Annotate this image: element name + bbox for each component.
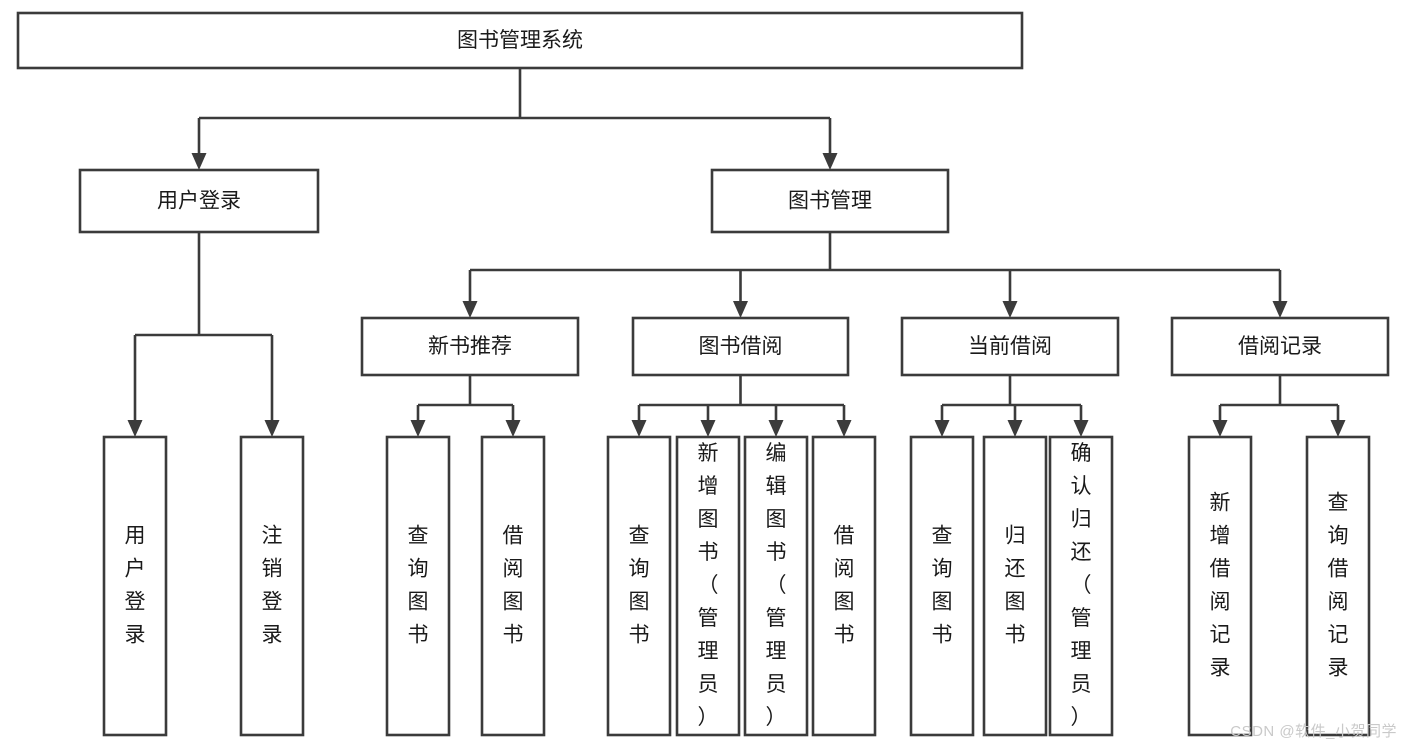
node-label-current-borrow: 当前借阅: [968, 335, 1052, 358]
node-label-leaf-query-book-3: 查询图书: [932, 524, 953, 646]
node-label-leaf-confirm-return: 确认归还（管理员）: [1071, 442, 1092, 729]
node-box-book-management[interactable]: [710, 168, 950, 234]
node-label-borrow-record: 借阅记录: [1238, 335, 1322, 358]
arrow-head-icon: [462, 301, 478, 318]
arrow-head-icon: [505, 420, 521, 437]
arrow-head-icon: [1330, 420, 1346, 437]
arrow-head-icon: [410, 420, 426, 437]
node-label-leaf-add-book: 新增图书（管理员）: [698, 442, 719, 729]
node-box-leaf-borrow-book-1[interactable]: [480, 435, 546, 737]
node-label-leaf-user-login: 用户登录: [125, 524, 146, 646]
node-box-user-login[interactable]: [78, 168, 320, 234]
node-label-leaf-query-book-2: 查询图书: [629, 524, 650, 646]
node-layer: 图书管理系统用户登录图书管理新书推荐图书借阅当前借阅借阅记录用户登录注销登录查询…: [16, 11, 1390, 737]
node-box-borrow-record[interactable]: [1170, 316, 1390, 377]
arrow-head-icon: [127, 420, 143, 437]
arrow-head-icon: [1007, 420, 1023, 437]
arrow-head-icon: [1073, 420, 1089, 437]
node-label-book-borrow: 图书借阅: [699, 335, 783, 358]
node-label-new-book-recommend: 新书推荐: [428, 335, 512, 358]
arrow-head-icon: [934, 420, 950, 437]
node-box-root[interactable]: [16, 11, 1024, 70]
node-label-root: 图书管理系统: [457, 29, 583, 52]
node-box-leaf-add-record[interactable]: [1187, 435, 1253, 737]
node-label-leaf-edit-book: 编辑图书（管理员）: [766, 442, 787, 729]
node-label-leaf-query-record: 查询借阅记录: [1328, 491, 1349, 679]
node-label-leaf-return-book: 归还图书: [1005, 524, 1026, 646]
node-box-leaf-query-book-1[interactable]: [385, 435, 451, 737]
node-box-leaf-borrow-book-2[interactable]: [811, 435, 877, 737]
arrow-head-icon: [836, 420, 852, 437]
node-box-leaf-edit-book[interactable]: [743, 435, 809, 737]
node-label-book-management: 图书管理: [788, 190, 872, 213]
node-label-user-login: 用户登录: [157, 190, 241, 213]
node-box-leaf-query-book-3[interactable]: [909, 435, 975, 737]
node-box-leaf-logout[interactable]: [239, 435, 305, 737]
node-box-leaf-add-book[interactable]: [675, 435, 741, 737]
node-label-leaf-borrow-book-1: 借阅图书: [503, 524, 524, 646]
arrow-head-icon: [700, 420, 716, 437]
node-label-leaf-logout: 注销登录: [262, 524, 283, 646]
node-box-leaf-confirm-return[interactable]: [1048, 435, 1114, 737]
arrow-head-icon: [191, 153, 207, 170]
node-box-new-book-recommend[interactable]: [360, 316, 580, 377]
node-label-leaf-query-book-1: 查询图书: [408, 524, 429, 646]
arrow-head-icon: [1272, 301, 1288, 318]
node-box-leaf-return-book[interactable]: [982, 435, 1048, 737]
arrow-head-icon: [733, 301, 748, 318]
node-label-leaf-borrow-book-2: 借阅图书: [834, 524, 855, 646]
arrow-head-icon: [264, 420, 280, 437]
arrow-head-icon: [1212, 420, 1228, 437]
node-box-book-borrow[interactable]: [631, 316, 850, 377]
arrow-head-icon: [631, 420, 647, 437]
node-box-leaf-user-login[interactable]: [102, 435, 168, 737]
arrow-head-icon: [822, 153, 838, 170]
arrow-head-icon: [1002, 301, 1018, 318]
node-label-leaf-add-record: 新增借阅记录: [1210, 491, 1231, 679]
connector-layer: [127, 68, 1346, 437]
arrow-head-icon: [768, 420, 784, 437]
node-box-leaf-query-book-2[interactable]: [606, 435, 672, 737]
node-box-leaf-query-record[interactable]: [1305, 435, 1371, 737]
node-box-current-borrow[interactable]: [900, 316, 1120, 377]
